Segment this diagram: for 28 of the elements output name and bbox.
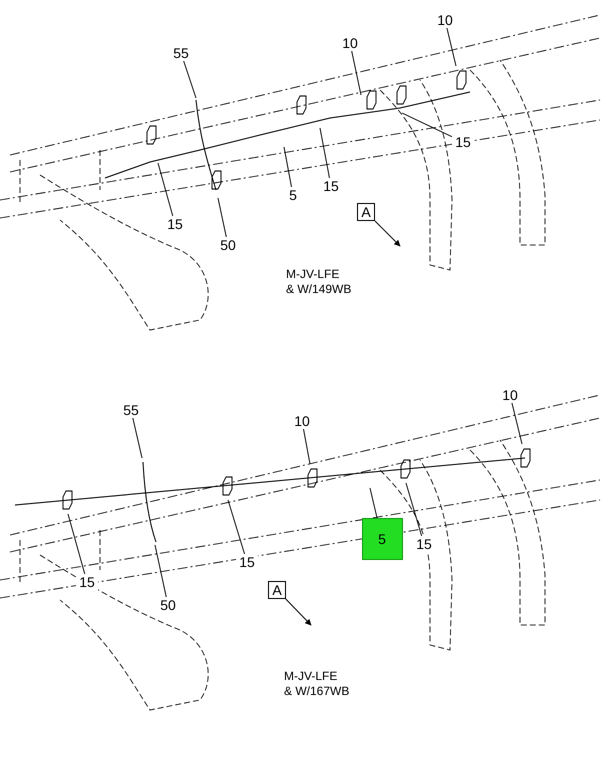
view-caption: & W/149WB [286,283,352,295]
leader-line [370,488,378,518]
leader-line [218,198,227,238]
view-marker: A [268,581,286,599]
leader-line [68,514,86,574]
leader-line [446,28,456,66]
leader-line [228,500,245,554]
leader-line [406,482,422,536]
callout-number: 15 [236,554,258,570]
callout-number: 15 [452,134,474,150]
leader-line [183,60,196,98]
leader-line [402,112,452,138]
highlighted-callout: 5 [362,518,402,560]
leader-line [132,418,142,458]
leader-line [303,428,310,464]
leader-line [284,146,292,188]
view-arrow [374,220,400,246]
leader-line [158,162,174,216]
leader-line [351,50,362,96]
view-marker: A [357,203,375,221]
leader-line [320,128,330,178]
view-caption: & W/167WB [284,685,350,697]
view-caption: M-JV-LFE [284,670,338,682]
callout-number: 15 [76,574,98,590]
leader-line [512,402,522,444]
view-arrow [285,598,312,626]
view-caption: M-JV-LFE [286,268,340,280]
leader-line [154,544,167,598]
